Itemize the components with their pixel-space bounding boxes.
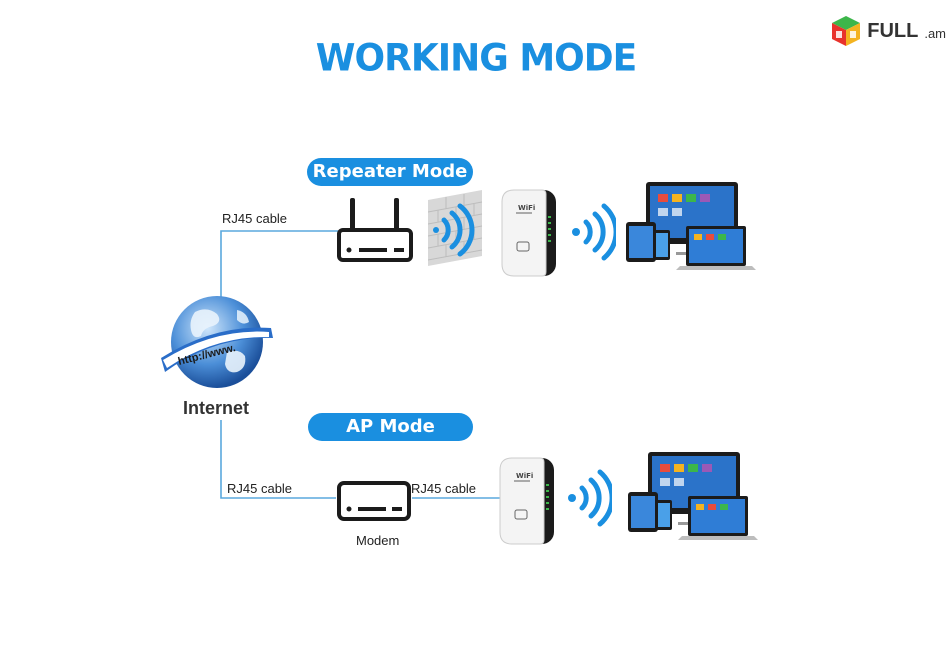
modem-icon [337,481,411,521]
ap-mode-badge: AP Mode [308,413,473,441]
page-title: WORKING MODE [315,36,637,81]
router-icon [337,198,413,262]
modem-label: Modem [356,533,400,548]
logo-domain: .am [924,25,946,41]
svg-text:WiFi: WiFi [516,472,533,480]
wifi-signal-icon [433,203,475,257]
site-logo[interactable]: FULL .am [829,14,946,48]
wall-icon [428,190,483,266]
ap-cable-out-label: RJ45 cable [411,481,477,496]
wifi-signal-icon [568,469,612,527]
repeater-mode-badge: Repeater Mode [307,158,473,186]
repeater-cable-line [220,230,338,300]
wifi-extender-icon: WiFi [501,189,556,277]
logo-cube-icon [832,16,861,46]
ap-cable-in-label: RJ45 cable [227,481,293,496]
client-devices-icon [628,452,758,540]
repeater-cable-label: RJ45 cable [222,211,288,226]
wifi-signal-icon [572,203,616,261]
client-devices-icon [626,182,756,270]
internet-label: Internet [183,398,250,418]
globe-icon: http://www. [161,296,273,388]
logo-text: FULL [867,19,919,42]
wifi-extender-icon: WiFi [499,457,554,545]
svg-text:WiFi: WiFi [518,204,535,212]
ap-cable-in-line [220,420,336,499]
